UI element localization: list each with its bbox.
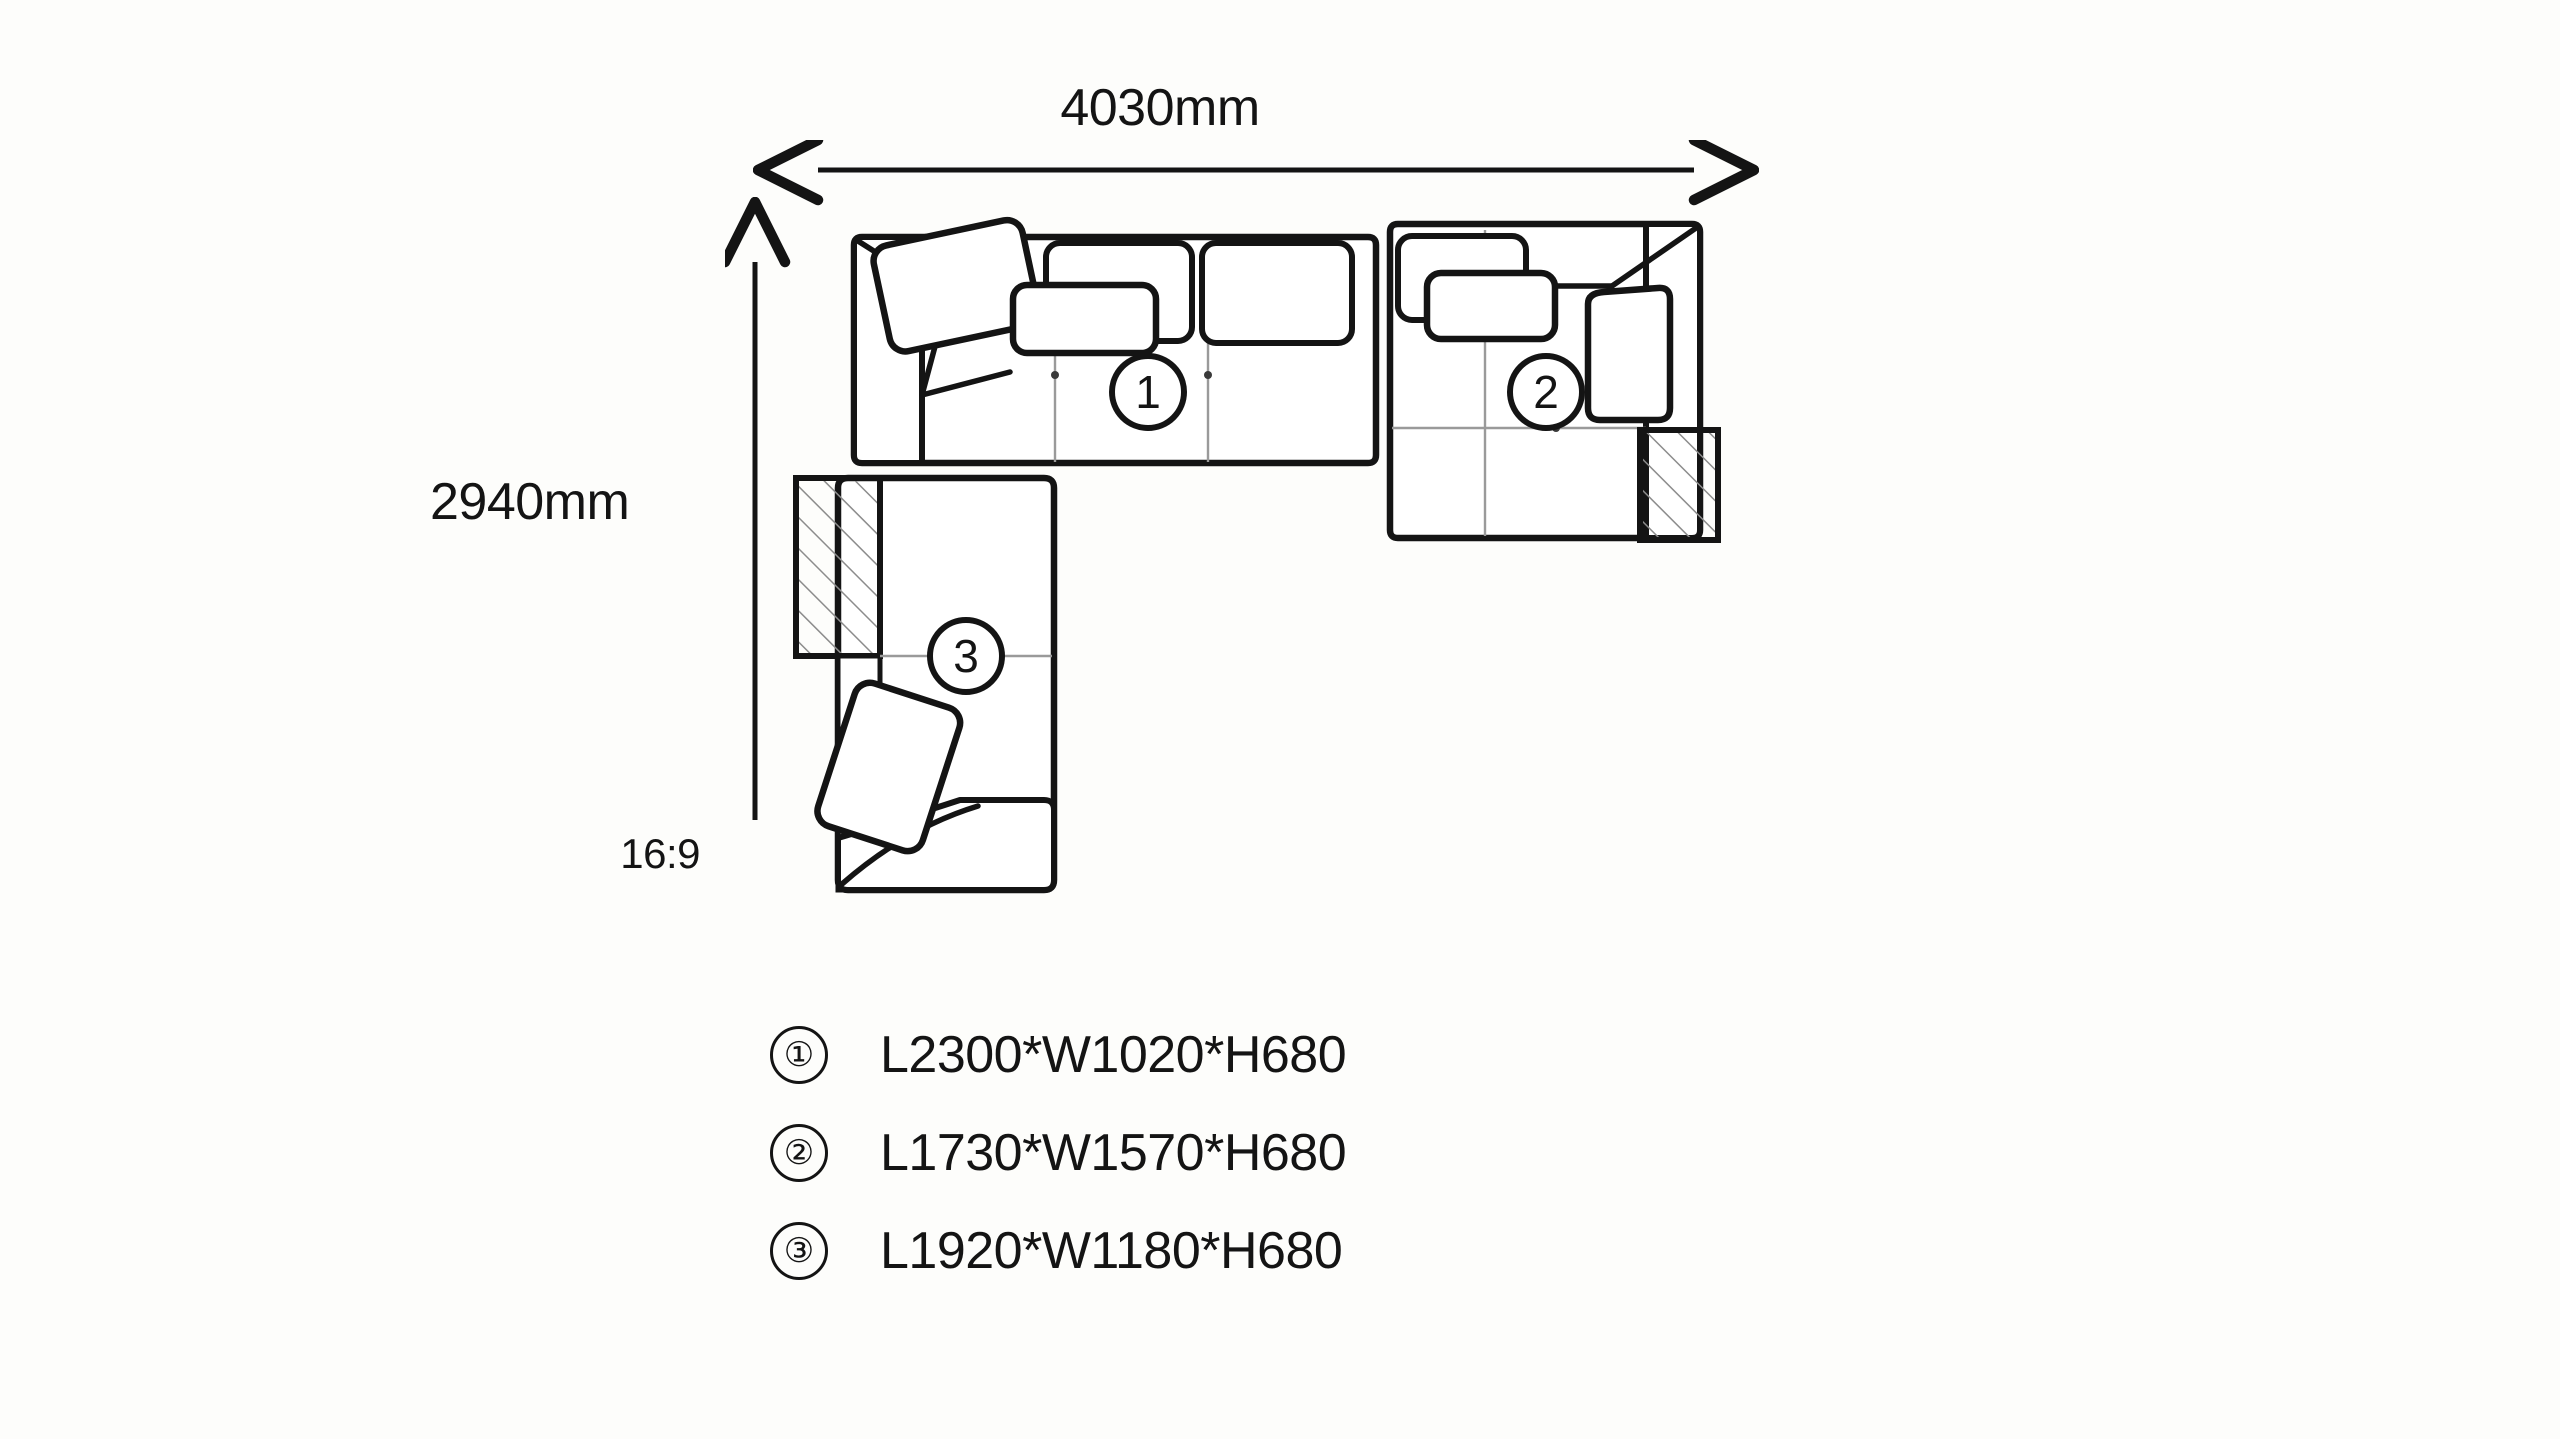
legend-marker-3: ③ [770, 1222, 828, 1280]
legend-marker-2: ② [770, 1124, 828, 1182]
module-3-hatch-block [793, 475, 883, 659]
aspect-ratio-label: 16:9 [620, 830, 700, 877]
legend-label-3: L1920*W1180*H680 [880, 1222, 1343, 1280]
callout-module-3: 3 [927, 617, 1005, 695]
callout-module-2: 2 [1507, 353, 1585, 431]
overall-width-label: 4030mm [1060, 79, 1260, 137]
module-1-throw-pillow [870, 216, 1043, 355]
module-3-throw-pillow [814, 679, 964, 855]
module-2-accent-pillow [1423, 269, 1559, 343]
module-spec-legend: ① L2300*W1020*H680 ② L1730*W1570*H680 ③ … [770, 1025, 1347, 1281]
legend-label-2: L1730*W1570*H680 [880, 1124, 1347, 1182]
svg-text:2: 2 [1533, 366, 1559, 418]
sofa-module-1 [850, 216, 1380, 467]
legend-label-1: L2300*W1020*H680 [880, 1026, 1347, 1084]
module-1-accent-pillow [1009, 281, 1160, 357]
svg-text:3: 3 [953, 630, 979, 682]
legend-row-3: ③ L1920*W1180*H680 [770, 1221, 1346, 1281]
legend-row-1: ① L2300*W1020*H680 [770, 1025, 1347, 1085]
svg-text:1: 1 [1135, 366, 1161, 418]
sofa-module-3 [793, 474, 1058, 894]
module-2-hatch-block [1637, 427, 1721, 543]
module-2-side-cushion [1584, 284, 1674, 424]
callout-module-1: 1 [1109, 353, 1187, 431]
legend-row-2: ② L1730*W1570*H680 [770, 1123, 1347, 1183]
module-1-back-cushion-b [1199, 240, 1355, 346]
overall-depth-label: 2940mm [430, 473, 630, 531]
legend-marker-1: ① [770, 1026, 828, 1084]
